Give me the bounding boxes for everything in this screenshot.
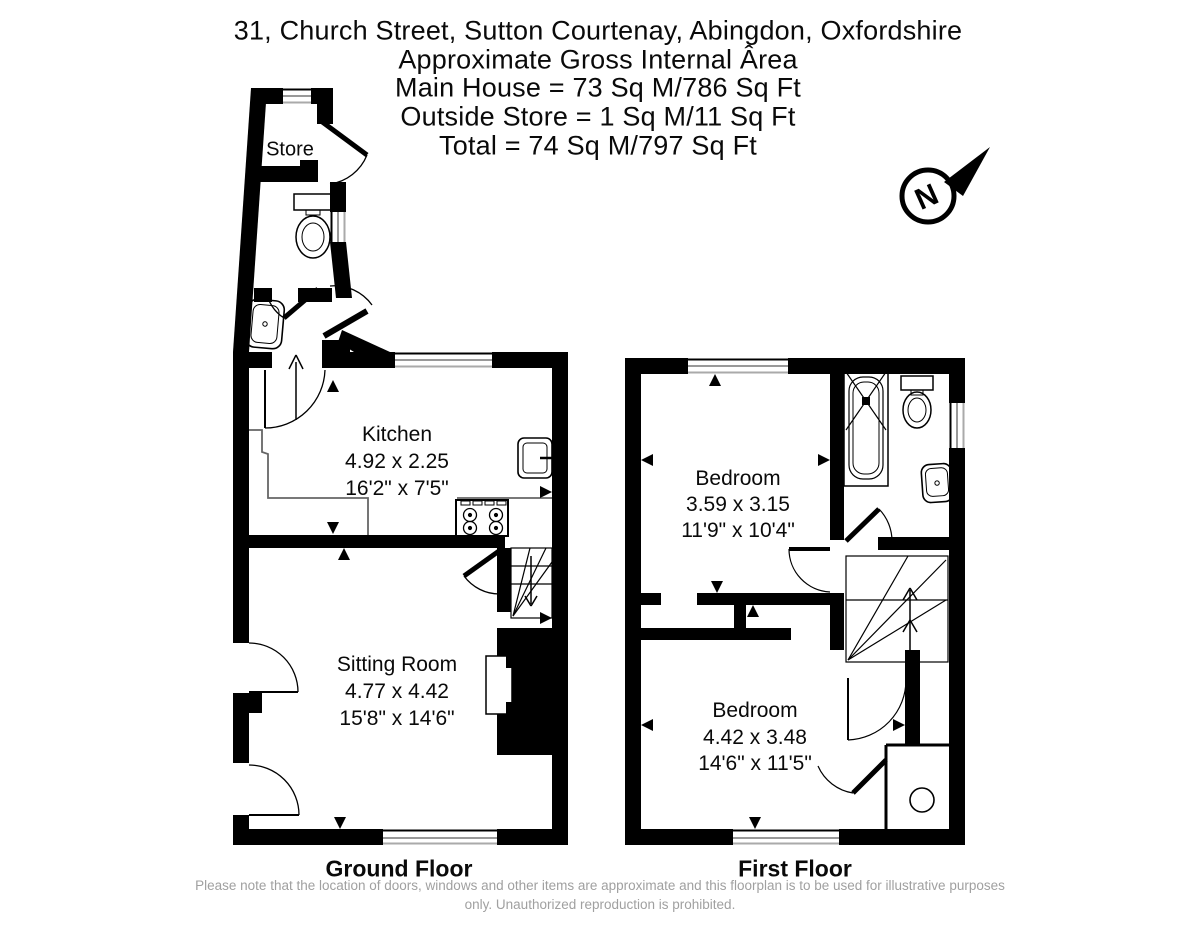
ground-floor-plan xyxy=(233,88,568,845)
ground-openings xyxy=(233,352,322,815)
room-dims-bedroom-2-ft: 14'6" x 11'5" xyxy=(698,752,812,775)
window xyxy=(688,358,788,374)
door xyxy=(788,507,907,795)
disclaimer-text: Please note that the location of doors, … xyxy=(195,878,1005,912)
stairs-icon xyxy=(845,555,949,663)
cupboard xyxy=(884,743,949,829)
door xyxy=(248,118,501,816)
compass-icon: N xyxy=(899,147,990,225)
sink-icon xyxy=(243,298,286,350)
stairs-icon xyxy=(510,547,553,619)
first-floor-plan xyxy=(625,358,965,845)
stove-icon xyxy=(455,499,509,537)
ground-walls xyxy=(233,88,568,845)
ground-floor-label: Ground Floor xyxy=(325,855,473,882)
dimension-arrows xyxy=(641,374,905,829)
first-floor-label: First Floor xyxy=(738,855,852,882)
room-dims-sitting-room-ft: 15'8" x 14'6" xyxy=(339,707,455,730)
fireplace-recess xyxy=(485,655,513,715)
room-dims-sitting-room-m: 4.77 x 4.42 xyxy=(345,680,449,703)
room-dims-kitchen-m: 4.92 x 2.25 xyxy=(345,450,449,473)
window xyxy=(395,352,492,368)
dimension-arrows xyxy=(237,380,552,829)
window xyxy=(733,829,839,845)
room-dims-kitchen-ft: 16'2" x 7'5" xyxy=(345,477,449,500)
room-dims-bedroom-2-m: 4.42 x 3.48 xyxy=(703,726,807,749)
room-label-kitchen: Kitchen xyxy=(361,423,433,446)
room-label-store: Store xyxy=(266,138,314,161)
title-total: Total = 74 Sq M/797 Sq Ft xyxy=(439,130,757,161)
window xyxy=(383,829,497,845)
room-dims-bedroom-1-ft: 11'9" x 10'4" xyxy=(681,519,795,542)
toilet-icon xyxy=(900,375,934,429)
toilet-icon xyxy=(293,193,333,259)
room-label-bedroom-1: Bedroom xyxy=(695,467,781,490)
title-address: 31, Church Street, Sutton Courtenay, Abi… xyxy=(233,15,963,46)
bath-icon xyxy=(843,369,889,487)
kitchen-counter xyxy=(249,429,552,535)
window xyxy=(283,88,311,104)
window xyxy=(949,403,965,448)
room-label-bedroom-2: Bedroom xyxy=(712,699,798,722)
title-outside-store: Outside Store = 1 Sq M/11 Sq Ft xyxy=(400,101,796,132)
sink-icon xyxy=(920,462,956,504)
kitchen-sink-icon xyxy=(517,437,553,479)
window xyxy=(330,212,346,242)
entrance-arrow xyxy=(288,354,304,420)
room-dims-bedroom-1-m: 3.59 x 3.15 xyxy=(686,493,790,516)
title-area-heading: Approximate Gross Internal Ârea xyxy=(398,44,798,75)
room-label-sitting-room: Sitting Room xyxy=(336,653,458,676)
compass-n-label: N xyxy=(910,178,943,217)
title-main-house: Main House = 73 Sq M/786 Sq Ft xyxy=(395,72,801,103)
